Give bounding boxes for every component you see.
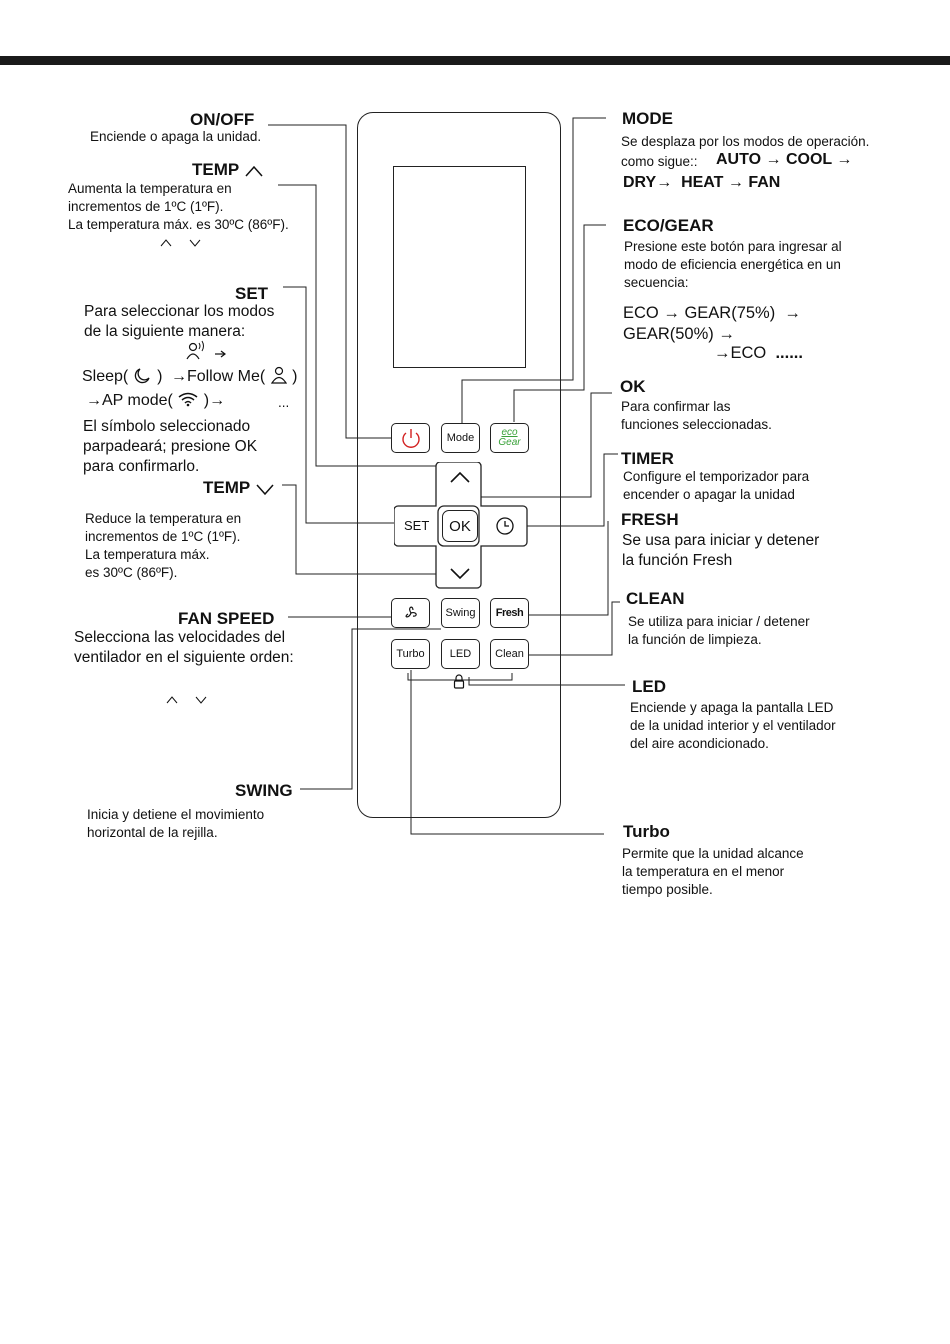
wifi-icon — [178, 392, 198, 407]
set-title: SET — [235, 284, 269, 303]
led-desc: Enciende y apaga la pantalla LED de la u… — [630, 700, 836, 751]
eco-title: ECO/GEAR — [623, 216, 714, 235]
onoff-desc: Enciende o apaga la unidad. — [90, 129, 262, 144]
fan-speed-button[interactable] — [391, 598, 430, 628]
fan-speed-desc: Selecciona las velocidades del ventilado… — [74, 629, 294, 666]
turbo-desc: Permite que la unidad alcance la tempera… — [622, 846, 804, 897]
ok-desc: Para confirmar las funciones seleccionad… — [621, 399, 772, 432]
temp-down-desc: Reduce la temperatura en incrementos de … — [85, 511, 242, 580]
temp-down-button[interactable] — [449, 567, 471, 581]
chevron-down-icon — [256, 484, 274, 495]
fan-speed-title: FAN SPEED — [178, 609, 275, 628]
set-desc: Para seleccionar los modos de la siguien… — [84, 303, 275, 340]
chevron-up-icon — [450, 471, 470, 483]
swing-title: SWING — [235, 781, 293, 800]
mode-button[interactable]: Mode — [441, 423, 480, 453]
eco-desc: Presione este botón para ingresar al mod… — [624, 239, 842, 290]
clock-icon — [496, 517, 514, 535]
sleep-icon — [134, 368, 150, 384]
power-icon — [401, 429, 420, 448]
turbo-button[interactable]: Turbo — [391, 639, 430, 669]
fan-chevron-icon — [166, 696, 207, 704]
fan-icon — [404, 606, 417, 618]
header-bar — [0, 56, 950, 65]
mode-seq-row1: AUTO → COOL → — [716, 151, 853, 168]
fresh-desc: Se usa para iniciar y detener la función… — [622, 532, 820, 569]
eco-gear-button[interactable]: eco Gear — [490, 423, 529, 453]
eco-seq-row2: GEAR(50%) → — [623, 325, 735, 343]
remote-display — [393, 166, 526, 368]
turbo-title: Turbo — [623, 822, 670, 841]
set-ap-row: →AP mode( )→ — [86, 392, 226, 409]
set-button[interactable]: SET — [404, 518, 430, 533]
fresh-button[interactable]: Fresh — [490, 598, 529, 628]
follow-me-icon — [270, 366, 287, 384]
clean-title: CLEAN — [626, 589, 685, 608]
onoff-title: ON/OFF — [190, 110, 255, 129]
temp-up-desc: Aumenta la temperatura en incrementos de… — [68, 181, 289, 232]
fresh-title: FRESH — [621, 510, 679, 529]
lock-icon — [453, 674, 465, 689]
clean-button[interactable]: Clean — [490, 639, 529, 669]
timer-desc: Configure el temporizador para encender … — [623, 469, 810, 502]
clean-desc: Se utiliza para iniciar / detener la fun… — [628, 614, 810, 647]
mode-desc: Se desplaza por los modos de operación. … — [621, 134, 870, 169]
led-title: LED — [632, 677, 666, 696]
timer-button[interactable] — [495, 516, 515, 541]
set-mode-row: Sleep( ) →Follow Me( ) — [82, 366, 298, 385]
temp-up-title: TEMP — [192, 160, 264, 180]
set-ellipsis: ... — [278, 395, 290, 410]
mode-title: MODE — [622, 109, 673, 128]
temp-up-button[interactable] — [449, 470, 471, 484]
remote-body — [357, 112, 561, 818]
led-button[interactable]: LED — [441, 639, 480, 669]
timer-title: TIMER — [621, 449, 674, 468]
swing-button[interactable]: Swing — [441, 598, 480, 628]
chevron-down-icon — [450, 568, 470, 580]
eco-seq-row3: →ECO ...... — [714, 344, 803, 362]
chevron-up-icon — [245, 165, 263, 177]
swing-desc: Inicia y detiene el movimiento horizonta… — [87, 807, 265, 840]
set-confirm: El símbolo seleccionado parpadeará; pres… — [83, 418, 258, 475]
power-button[interactable] — [391, 423, 430, 453]
eco-seq-row1: ECO → GEAR(75%) → — [623, 304, 801, 322]
ok-button[interactable]: OK — [442, 510, 478, 542]
person-wave-arrow-icon — [186, 340, 226, 360]
ok-title: OK — [620, 377, 646, 396]
chevron-up-down-icon — [160, 239, 201, 247]
mode-seq-row2: DRY→ HEAT → FAN — [623, 174, 781, 191]
temp-down-title: TEMP — [203, 478, 275, 498]
